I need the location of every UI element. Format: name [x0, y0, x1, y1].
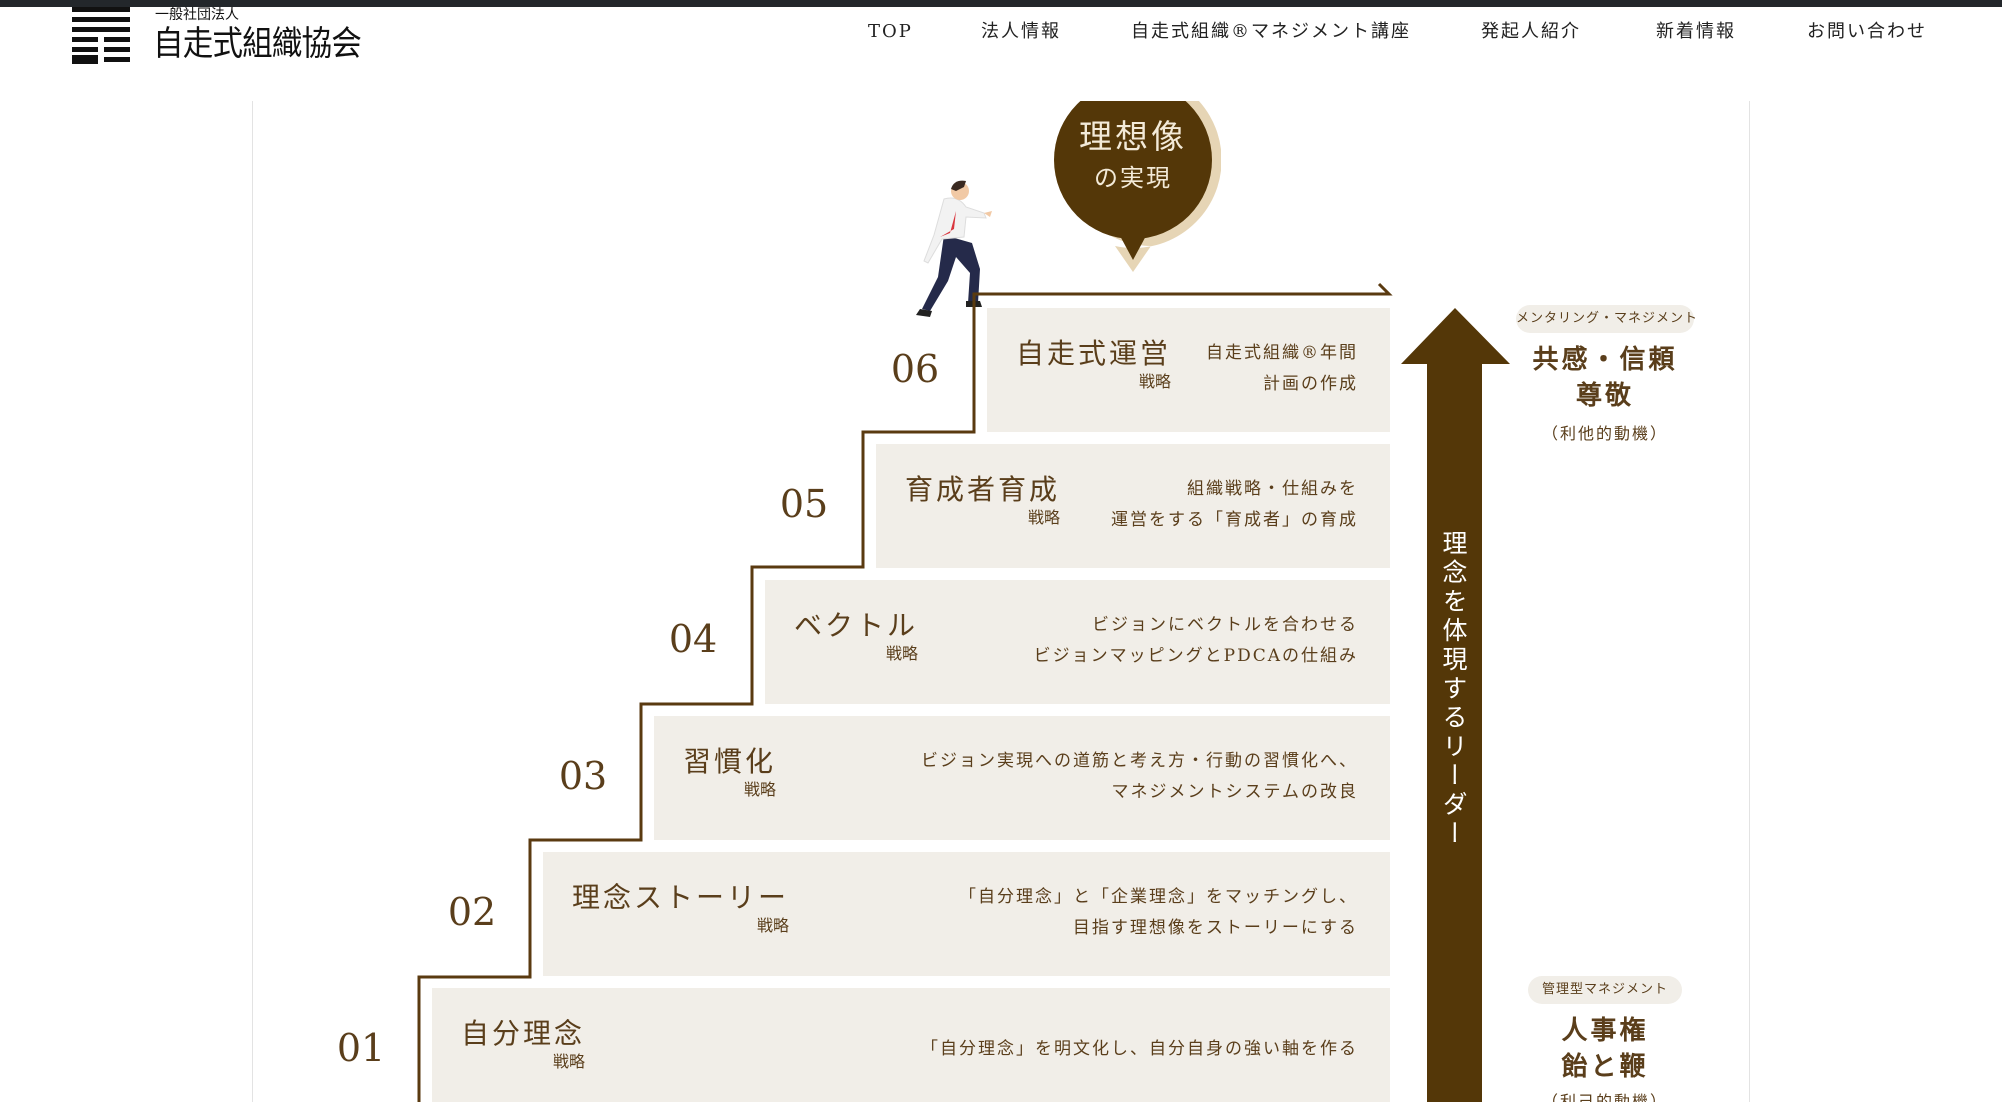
step-sub: 戦略 [744, 780, 777, 799]
step-desc: 「自分理念」を明文化し、自分自身の強い軸を作る [921, 1039, 1358, 1059]
top-bar [0, 0, 2002, 7]
step-title: 育成者育成 [905, 473, 1061, 506]
logo-subtitle: 一般社団法人 [155, 7, 239, 23]
ideal-bubble-icon [1054, 101, 1221, 272]
step-sub: 戦略 [757, 916, 790, 935]
staircase-diagram: 理想像 の実現 理念を体現するリーダー 自分理念戦略 「自分理念」を明文化し、自… [0, 101, 2002, 1102]
control-badge: 管理型マネジメント [1528, 976, 1682, 1004]
step-sub: 戦略 [553, 1052, 586, 1071]
step-number: 05 [779, 482, 829, 526]
step-desc: 計画の作成 [1263, 374, 1358, 394]
step-number: 02 [447, 890, 497, 934]
mentoring-note: （利他的動機） [1541, 424, 1668, 443]
logo-title: 自走式組織協会 [153, 24, 362, 64]
nav-founders[interactable]: 発起人紹介 [1481, 21, 1581, 42]
step-02: 理念ストーリー戦略 「自分理念」と「企業理念」をマッチングし、目指す理想像をスト… [543, 852, 1390, 976]
step-title: 自走式運営 [1016, 337, 1172, 370]
step-01: 自分理念戦略 「自分理念」を明文化し、自分自身の強い軸を作る [432, 988, 1390, 1102]
step-sub: 戦略 [886, 644, 919, 663]
step-desc: ビジョン実現への道筋と考え方・行動の習慣化へ、 [921, 751, 1358, 771]
step-title: 自分理念 [461, 1017, 586, 1050]
nav-news[interactable]: 新着情報 [1656, 21, 1736, 42]
step-title: 習慣化 [683, 745, 777, 778]
stair-outline [417, 282, 1510, 1102]
step-number: 06 [890, 347, 940, 391]
step-desc: 目指す理想像をストーリーにする [1072, 918, 1358, 938]
step-03: 習慣化戦略 ビジョン実現への道筋と考え方・行動の習慣化へ、マネジメントシステムの… [654, 716, 1390, 840]
nav-corporate-info[interactable]: 法人情報 [981, 21, 1061, 42]
control-line1: 人事権 [1561, 1016, 1649, 1046]
nav-top[interactable]: TOP [868, 21, 913, 42]
step-desc: 「自分理念」と「企業理念」をマッチングし、 [959, 887, 1358, 907]
step-06: 自走式運営戦略 自走式組織®年間計画の作成 [987, 308, 1390, 432]
step-desc: 自走式組織®年間 [1206, 343, 1358, 363]
mentoring-badge: メンタリング・マネジメント [1516, 305, 1697, 333]
control-line2: 飴と鞭 [1561, 1052, 1649, 1082]
control-note: （利己的動機） [1541, 1092, 1668, 1102]
bubble-title: 理想像 [1079, 117, 1187, 156]
nav-contact[interactable]: お問い合わせ [1807, 21, 1927, 42]
step-number: 04 [668, 617, 718, 661]
step-desc: 組織戦略・仕組みを [1187, 479, 1358, 499]
bubble-subtitle: の実現 [1094, 164, 1172, 192]
climbing-man-icon [916, 180, 992, 317]
step-title: 理念ストーリー [572, 881, 790, 914]
step-sub: 戦略 [1139, 372, 1172, 391]
step-sub: 戦略 [1028, 508, 1061, 527]
mentoring-line1: 共感・信頼 [1532, 345, 1678, 375]
step-number: 03 [558, 754, 608, 798]
step-desc: ビジョンマッピングとPDCAの仕組み [1033, 646, 1358, 666]
step-desc: 運営をする「育成者」の育成 [1111, 510, 1358, 530]
mentoring-line2: 尊敬 [1575, 381, 1634, 411]
logo[interactable]: 一般社団法人 自走式組織協会 [72, 7, 372, 67]
arrow-label: 理念を体現するリーダー [1439, 530, 1468, 849]
step-title: ベクトル [794, 609, 919, 642]
step-desc: マネジメントシステムの改良 [1111, 782, 1358, 802]
step-04: ベクトル戦略 ビジョンにベクトルを合わせるビジョンマッピングとPDCAの仕組み [765, 580, 1390, 704]
nav-management-course[interactable]: 自走式組織®マネジメント講座 [1131, 21, 1411, 42]
step-05: 育成者育成戦略 組織戦略・仕組みを運営をする「育成者」の育成 [876, 444, 1390, 568]
panel-border-right [1749, 101, 1750, 1102]
step-desc: ビジョンにベクトルを合わせる [1092, 615, 1358, 635]
panel-border-left [252, 101, 253, 1102]
step-number: 01 [336, 1026, 386, 1070]
up-arrow-icon [1401, 308, 1510, 1102]
logo-mark-icon [72, 7, 130, 64]
